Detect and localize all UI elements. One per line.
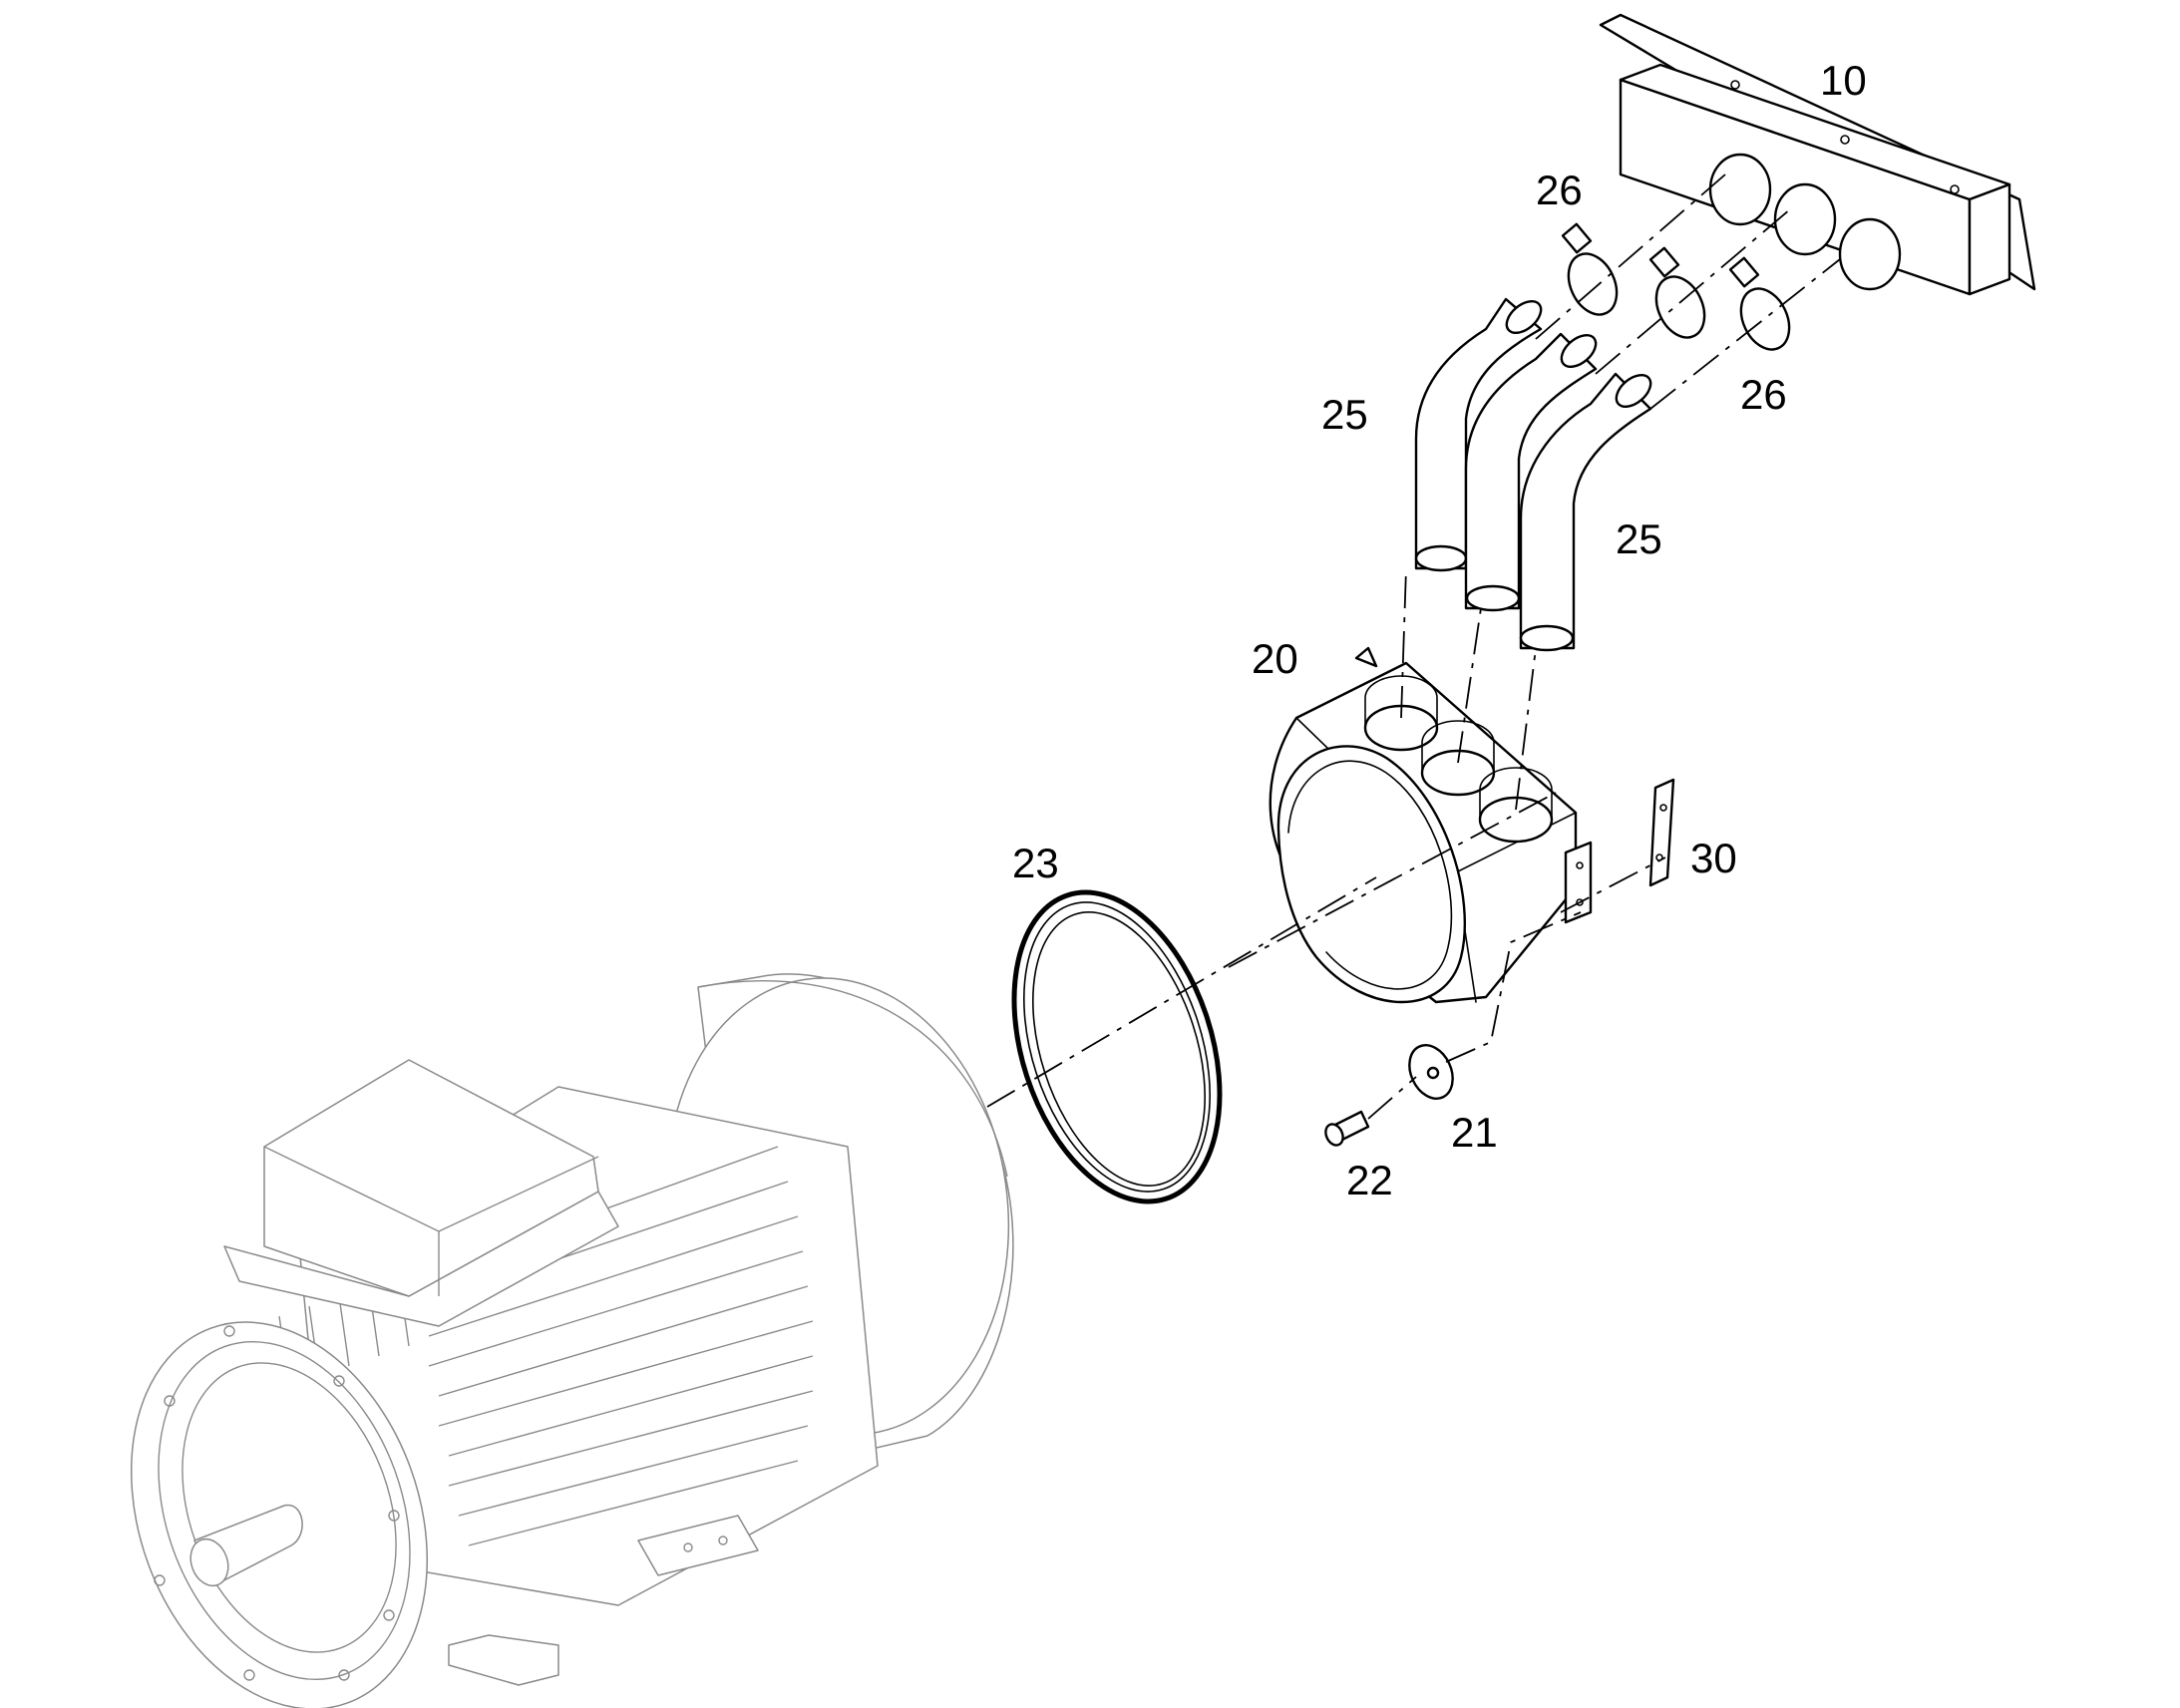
callout-10: 10 bbox=[1820, 57, 1867, 104]
terminal-box bbox=[223, 1059, 619, 1327]
hoses-part-25 bbox=[1414, 297, 1652, 652]
cooling-shroud-part-20 bbox=[1269, 646, 1593, 1004]
callout-26-upper: 26 bbox=[1536, 167, 1583, 213]
electric-motor bbox=[130, 973, 1014, 1708]
callout-23: 23 bbox=[1012, 840, 1059, 886]
callout-30: 30 bbox=[1690, 835, 1737, 881]
callout-22: 22 bbox=[1346, 1157, 1393, 1203]
callout-26-lower: 26 bbox=[1740, 371, 1787, 418]
screw-part-22 bbox=[1324, 1110, 1370, 1147]
hose-clamps-part-26 bbox=[1561, 222, 1791, 351]
seal-ring-part-23 bbox=[1011, 889, 1223, 1204]
bracket-part-30 bbox=[1648, 778, 1675, 887]
callout-20: 20 bbox=[1252, 635, 1298, 682]
callout-25-lower: 25 bbox=[1616, 515, 1662, 562]
motor-shaft bbox=[189, 1504, 303, 1587]
washer-part-21 bbox=[1408, 1044, 1454, 1100]
callouts: 10 26 26 25 25 20 23 30 21 22 bbox=[1012, 57, 1867, 1203]
assembly-axis-lines bbox=[986, 173, 1841, 1120]
manifold-part-10 bbox=[1599, 13, 2036, 296]
callout-25-upper: 25 bbox=[1321, 391, 1368, 438]
callout-21: 21 bbox=[1451, 1109, 1498, 1156]
